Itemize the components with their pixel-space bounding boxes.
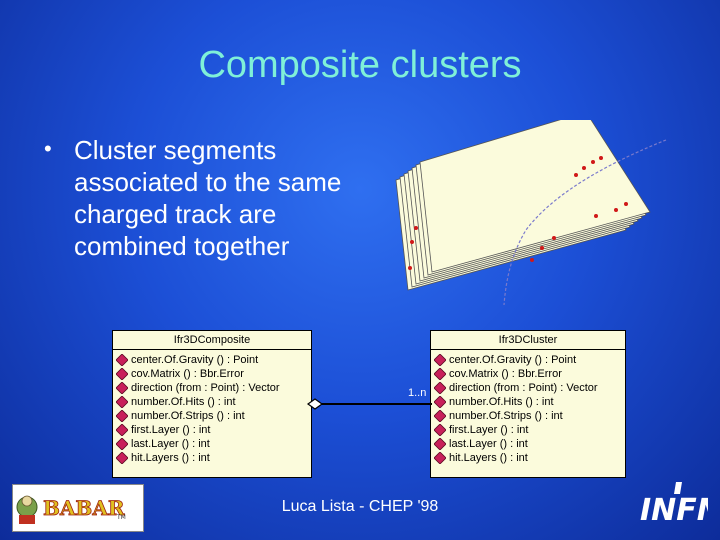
cluster-class-box: Ifr3DCluster center.Of.Gravity () : Poin… — [430, 330, 626, 478]
method-signature: direction (from : Point) : Vector — [449, 382, 598, 394]
method-row: first.Layer () : int — [434, 423, 621, 437]
method-icon — [116, 368, 128, 380]
method-icon — [116, 424, 128, 436]
hit-marker — [574, 173, 578, 177]
hit-marker — [408, 266, 412, 270]
hit-marker — [414, 226, 418, 230]
method-signature: direction (from : Point) : Vector — [131, 382, 280, 394]
slide-footer: Luca Lista - CHEP '98 — [281, 498, 439, 515]
hit-marker — [530, 258, 534, 262]
method-row: cov.Matrix () : Bbr.Error — [116, 367, 307, 381]
infn-logo: INFN — [638, 480, 720, 530]
svg-text:INFN: INFN — [640, 493, 708, 528]
hit-marker — [410, 240, 414, 244]
hit-marker — [594, 214, 598, 218]
method-row: cov.Matrix () : Bbr.Error — [434, 367, 621, 381]
method-icon — [116, 396, 128, 408]
method-row: number.Of.Strips () : int — [116, 409, 307, 423]
bullet-text: Cluster segments associated to the same … — [74, 135, 342, 261]
detector-layer — [419, 120, 651, 273]
hit-marker — [614, 208, 618, 212]
method-icon — [434, 382, 446, 394]
method-row: hit.Layers () : int — [434, 451, 621, 465]
aggregation-connector — [306, 398, 432, 410]
method-signature: number.Of.Hits () : int — [131, 396, 236, 408]
method-row: number.Of.Hits () : int — [434, 395, 621, 409]
hit-marker — [540, 246, 544, 250]
method-signature: number.Of.Strips () : int — [131, 410, 245, 422]
detector-layers-illustration — [395, 120, 667, 306]
method-signature: center.Of.Gravity () : Point — [131, 354, 259, 366]
method-signature: last.Layer () : int — [449, 438, 528, 450]
hit-markers — [408, 156, 628, 270]
hit-marker — [582, 166, 586, 170]
hit-marker — [591, 160, 595, 164]
layer-stack — [395, 120, 651, 291]
method-icon — [116, 452, 128, 464]
method-signature: hit.Layers () : int — [131, 452, 210, 464]
babar-logo: BABAR TM — [12, 484, 144, 532]
method-signature: center.Of.Gravity () : Point — [449, 354, 577, 366]
method-row: direction (from : Point) : Vector — [434, 381, 621, 395]
method-signature: number.Of.Hits () : int — [449, 396, 554, 408]
method-icon — [434, 438, 446, 450]
method-signature: last.Layer () : int — [131, 438, 210, 450]
composite-method-list: center.Of.Gravity () : Point cov.Matrix … — [113, 350, 311, 465]
method-signature: cov.Matrix () : Bbr.Error — [131, 368, 244, 380]
method-signature: hit.Layers () : int — [449, 452, 528, 464]
hit-marker — [552, 236, 556, 240]
method-icon — [116, 438, 128, 450]
cluster-class-name: Ifr3DCluster — [431, 331, 625, 350]
svg-text:BABAR: BABAR — [43, 496, 125, 520]
method-signature: cov.Matrix () : Bbr.Error — [449, 368, 562, 380]
hit-marker — [624, 202, 628, 206]
method-signature: number.Of.Strips () : int — [449, 410, 563, 422]
slide-title: Composite clusters — [198, 44, 522, 86]
method-icon — [434, 396, 446, 408]
cluster-method-list: center.Of.Gravity () : Point cov.Matrix … — [431, 350, 625, 465]
bullet-dot-icon: • — [44, 136, 52, 161]
method-signature: first.Layer () : int — [449, 424, 529, 436]
infn-logo-graphic: INFN — [640, 482, 720, 528]
hit-marker — [599, 156, 603, 160]
method-row: center.Of.Gravity () : Point — [434, 353, 621, 367]
association-multiplicity: 1..n — [408, 387, 427, 399]
charged-track-line — [503, 139, 667, 306]
method-signature: first.Layer () : int — [131, 424, 211, 436]
method-row: hit.Layers () : int — [116, 451, 307, 465]
method-row: last.Layer () : int — [434, 437, 621, 451]
method-icon — [434, 452, 446, 464]
method-icon — [434, 410, 446, 422]
method-icon — [434, 354, 446, 366]
method-icon — [116, 410, 128, 422]
aggregation-diamond-icon — [306, 398, 324, 410]
method-row: number.Of.Strips () : int — [434, 409, 621, 423]
composite-class-name: Ifr3DComposite — [113, 331, 311, 350]
method-row: last.Layer () : int — [116, 437, 307, 451]
babar-logo-graphic: BABAR TM — [16, 495, 126, 524]
method-icon — [434, 424, 446, 436]
svg-text:TM: TM — [116, 514, 126, 521]
composite-class-box: Ifr3DComposite center.Of.Gravity () : Po… — [112, 330, 312, 478]
method-row: number.Of.Hits () : int — [116, 395, 307, 409]
method-icon — [116, 382, 128, 394]
method-row: center.Of.Gravity () : Point — [116, 353, 307, 367]
method-row: first.Layer () : int — [116, 423, 307, 437]
method-icon — [434, 368, 446, 380]
method-row: direction (from : Point) : Vector — [116, 381, 307, 395]
method-icon — [116, 354, 128, 366]
